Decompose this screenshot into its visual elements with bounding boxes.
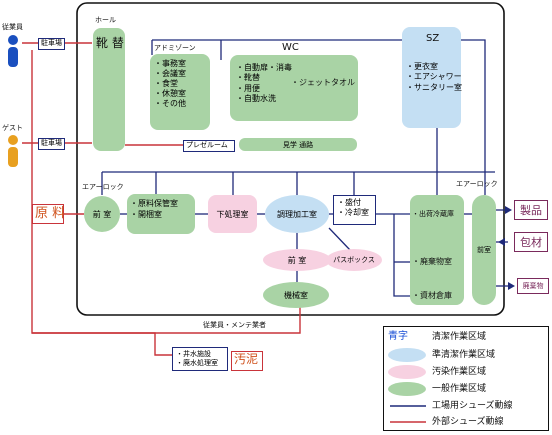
guest-label: ゲスト (2, 124, 23, 132)
factory-shoes-lines (101, 39, 512, 297)
admin-zone-area: ・事務室 ・会議室 ・食堂 ・休憩室 ・その他 (150, 54, 210, 130)
waste-box: 廃棄物 (517, 278, 549, 294)
prep-room: 下処理室 (208, 195, 257, 233)
front-room-left: 前 室 (84, 196, 120, 232)
legend-contaminated-text: 汚染作業区域 (432, 367, 487, 377)
employee-label: 従業員 (2, 23, 23, 31)
admin-item-rest: ・休憩室 (154, 89, 186, 98)
shipping-waste-storage-area (410, 195, 464, 305)
presentation-room-box: プレゼルーム (183, 140, 235, 152)
raw-storage-area: ・原料保管室 ・開梱室 (127, 194, 195, 234)
legend-factory-shoes-text: 工場用シューズ動線 (432, 401, 513, 411)
shipping-fridge-label: ・出荷冷蔵庫 (412, 210, 454, 218)
admin-item-other: ・その他 (154, 99, 186, 108)
wc-item-door: ・自動扉・消毒 (236, 63, 292, 72)
external-shoes-lines (22, 42, 301, 356)
sz-item-sanitary: ・サニタリー室 (406, 82, 462, 92)
cooling-item: ・冷却室 (337, 208, 369, 218)
raw-storage-item: ・原料保管室 (130, 199, 178, 208)
pass-box: パスボックス (326, 249, 382, 271)
sz-items-list: ・更衣室 ・エアシャワー ・サニタリー室 (406, 62, 462, 93)
staff-maintenance-label: 従業員・メンテ業者 (203, 321, 266, 329)
unpacking-item: ・開梱室 (130, 209, 162, 219)
admin-zone-label: アドミゾーン (154, 44, 196, 52)
legend-clean-key: 青字 (388, 331, 408, 342)
admin-item-cafeteria: ・食堂 (154, 79, 178, 88)
admin-item-office: ・事務室 (154, 59, 186, 68)
product-box: 製品 (514, 200, 548, 220)
legend-semi-clean-text: 準清潔作業区域 (432, 350, 496, 360)
wc-item-flush: ・自動水洗 (236, 94, 276, 104)
packaging-box: 包材 (514, 232, 548, 252)
legend-semi-clean-swatch (388, 348, 426, 362)
material-storage-label: ・資材倉庫 (412, 291, 452, 300)
waste-room-label: ・廃棄物室 (412, 257, 452, 266)
machine-room: 機械室 (263, 282, 329, 308)
guest-person-icon (5, 134, 21, 172)
sz-item-locker: ・更衣室 (406, 62, 438, 71)
well-facility-box: ・井水施設 ・廃水処理室 (172, 347, 228, 371)
wc-area (230, 55, 358, 121)
legend-external-shoes-text: 外部シューズ動線 (432, 417, 504, 427)
arrow-heads (498, 206, 515, 290)
legend-clean-text: 清潔作業区域 (432, 332, 487, 342)
front-room-2: 前 室 (263, 249, 331, 271)
air-lock-left-label: エアーロック (82, 183, 124, 191)
hall-label: ホール (95, 16, 116, 24)
shoe-change-label: 靴 替 (96, 36, 124, 50)
sludge-label: 汚泥 (234, 352, 259, 366)
well-item: ・井水施設 (176, 350, 211, 358)
legend-general-swatch (388, 382, 426, 396)
legend-general-text: 一般作業区域 (432, 384, 487, 394)
raw-material-box (32, 204, 64, 224)
legend-contaminated-swatch (388, 365, 426, 379)
plating-item: ・盛付 (337, 198, 361, 207)
sz-title: SZ (426, 33, 440, 44)
wc-title: WC (282, 42, 299, 53)
air-lock-right-label: エアーロック (456, 180, 498, 188)
employee-person-icon (5, 34, 21, 72)
wc-item-shoes: ・靴替 (236, 73, 260, 83)
shoe-change-area (93, 28, 125, 151)
wc-items-list: ・自動扉・消毒 ・靴替 ・用便 ・自動水洗 (236, 63, 292, 105)
raw-material-label: 原 料 (35, 206, 66, 221)
tour-passage: 見学 通路 (239, 138, 357, 151)
sludge-box (231, 351, 263, 371)
sz-item-air-shower: ・エアシャワー (406, 72, 462, 82)
wc-item-toilet: ・用便 (236, 83, 260, 93)
sz-area (402, 27, 461, 128)
front-room-right: 前室 (472, 195, 496, 305)
cooking-room: 調理加工室 (265, 195, 329, 233)
guest-parking-box: 駐車場 (38, 138, 65, 150)
wastewater-item: ・廃水処理室 (176, 359, 218, 368)
wc-item-jet-towel: ・ジェットタオル (291, 78, 355, 87)
plating-cooling-box: ・盛付 ・冷却室 (333, 195, 376, 225)
employee-parking-box: 駐車場 (38, 38, 65, 50)
building-outline (76, 2, 505, 316)
admin-item-meeting: ・会議室 (154, 69, 186, 78)
